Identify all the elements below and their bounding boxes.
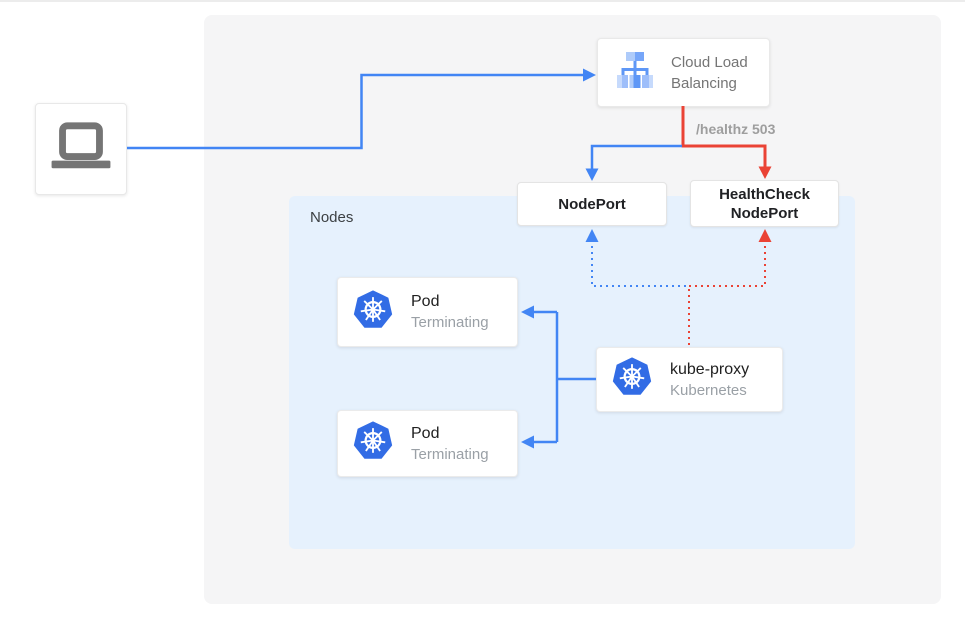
nodes-panel-label: Nodes [310,209,354,226]
kube-proxy-subtitle: Kubernetes [670,381,747,399]
pod-status: Terminating [411,314,489,331]
nodeport-box: NodePort [517,182,667,226]
healthcheck-nodeport-box: HealthCheck NodePort [690,180,839,227]
cloud-load-balancing-icon [613,48,657,97]
kubernetes-icon [352,289,394,336]
kube-proxy-box: kube-proxy Kubernetes [596,347,783,412]
pod-title: Pod [411,293,440,310]
kubernetes-icon [611,356,653,403]
pod-title: Pod [411,424,440,442]
cloud-load-balancing-box: Cloud Load Balancing [597,38,770,107]
pod-status: Terminating [411,445,489,463]
client-laptop-card [35,103,127,195]
healthz-status-label: /healthz 503 [696,121,776,137]
nodeport-label: NodePort [558,195,626,213]
laptop-icon [48,121,114,178]
cloud-load-balancing-label: Cloud Load Balancing [671,53,748,92]
pod-terminating-box-2: Pod Terminating [337,410,518,477]
page-top-border [0,0,965,2]
kube-proxy-title: kube-proxy [670,360,750,378]
pod-terminating-box-1: Pod Terminating [337,277,518,347]
kubernetes-icon [352,420,394,467]
